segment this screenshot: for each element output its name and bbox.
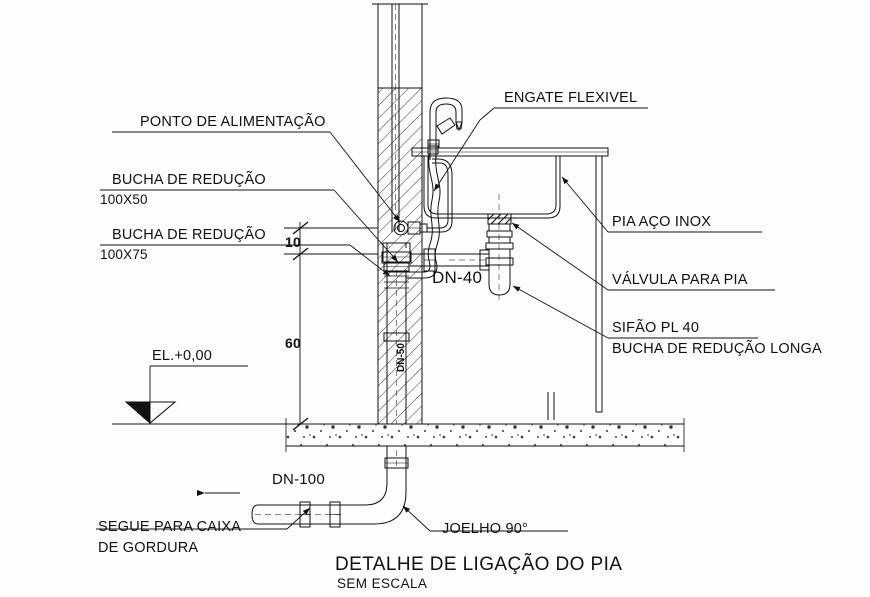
label-dn-50-vertical: DN-50: [396, 343, 407, 372]
label-sifao-pl-40: SIFÃO PL 40: [612, 320, 700, 336]
label-dn-40: DN-40: [432, 268, 483, 287]
label-bucha-de-reducao-100x50: BUCHA DE REDUÇÃO: [112, 172, 266, 188]
label-dn-100: DN-100: [272, 471, 325, 488]
drawing-title: DETALHE DE LIGAÇÃO DO PIA: [335, 554, 623, 575]
label-bucha-de-reducao-longa: BUCHA DE REDUÇÃO LONGA: [612, 341, 822, 357]
label-ponto-de-alimentacao: PONTO DE ALIMENTAÇÃO: [140, 114, 326, 130]
dimension-60: 60: [285, 335, 301, 351]
label-elevation: EL.+0,00: [152, 348, 213, 364]
dimension-10: 10: [285, 234, 301, 250]
drawing-subtitle: SEM ESCALA: [337, 576, 428, 591]
label-valvula-para-pia: VÁLVULA PARA PIA: [612, 272, 748, 288]
label-bucha-de-reducao-100x75-size: 100X75: [100, 247, 148, 262]
label-engate-flexivel: ENGATE FLEXIVEL: [504, 90, 638, 106]
label-segue-para-caixa: SEGUE PARA CAIXA: [98, 519, 242, 535]
label-pia-aco-inox: PIA AÇO INOX: [612, 214, 712, 230]
label-joelho-90: JOELHO 90°: [442, 521, 528, 537]
label-de-gordura: DE GORDURA: [98, 540, 199, 556]
label-bucha-de-reducao-100x50-size: 100X50: [100, 192, 148, 207]
label-bucha-de-reducao-100x75: BUCHA DE REDUÇÃO: [112, 227, 266, 243]
